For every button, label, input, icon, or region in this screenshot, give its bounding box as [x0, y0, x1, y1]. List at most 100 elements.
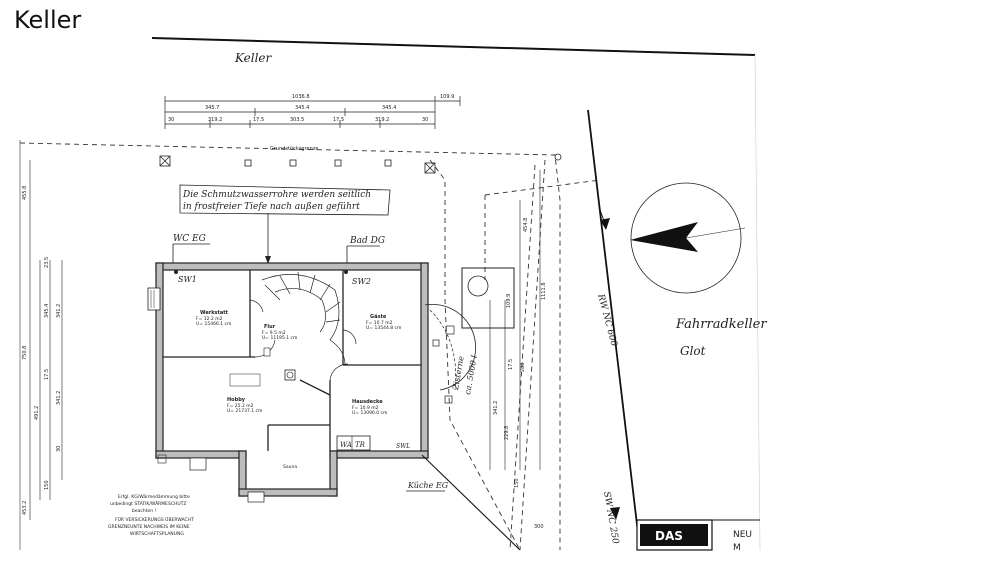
footnote-line-1: Erfgl. KG/Wärmedämmung bitte	[118, 494, 190, 500]
property-boundary-label: Grundstücksgrenze	[270, 146, 319, 152]
room-hausdecke-name: Hausdecke	[352, 399, 383, 405]
room-sauna-name: Sauna	[283, 464, 297, 470]
dim-right-h: 150	[514, 478, 520, 488]
room-gaeste-perimeter: U= 13544.8 cm	[366, 325, 401, 331]
frame-top-line	[151, 37, 756, 56]
room-hausdecke: Hausdecke F= 10.9 m2 U= 13096.0 cm	[352, 399, 387, 416]
room-werkstatt-name: Werkstatt	[200, 310, 229, 316]
bad-dg-leader	[346, 245, 380, 265]
dim-left-b: 23.5	[44, 257, 50, 268]
property-boundary	[19, 142, 601, 551]
label-tr: TR	[355, 441, 366, 449]
note-line-1: Die Schmutzwasserrohre werden seitlich	[182, 190, 371, 200]
label-glot: Glot	[680, 344, 706, 358]
flur-pillar	[263, 347, 271, 357]
dim-row3-e: 17.5	[333, 117, 344, 123]
room-flur-perimeter: U= 11195.1 cm	[262, 335, 297, 341]
dim-left-h: 341.2	[56, 391, 62, 405]
dim-row3-d: 303.5	[290, 117, 304, 123]
light-well-bottom	[247, 491, 265, 503]
dim-right-g: 109.9	[506, 294, 512, 308]
label-kueche-eg: Küche EG	[407, 481, 449, 490]
right-dimension-chains	[489, 170, 541, 470]
dim-left-e: 750.8	[22, 346, 28, 360]
wa-tr-box	[336, 435, 371, 451]
label-sw2: SW2	[352, 277, 371, 286]
hobby-detail-box	[229, 373, 261, 387]
boundary-markers	[159, 153, 562, 174]
label-rw-600: RW NC 600	[595, 292, 619, 347]
dim-left-i: 30	[56, 446, 62, 452]
footnote-block: Erfgl. KG/Wärmedämmung bitte unbedingt S…	[108, 494, 194, 537]
label-wc-eg: WC EG	[173, 234, 206, 244]
cistern-pipe	[429, 309, 456, 391]
footnote-line-4: FÜR VERSICKERUNGS ÜBERWACHT	[115, 516, 194, 523]
note-line-2: in frostfreier Tiefe nach außen geführt	[183, 202, 360, 212]
dim-row2-b: 345.4	[295, 105, 309, 111]
dim-right-c: 280	[520, 362, 526, 372]
street-line	[587, 109, 641, 551]
corner-text-1: NEU	[733, 530, 752, 540]
footnote-line-3: beachten !	[132, 508, 157, 514]
cistern-frame	[461, 267, 515, 329]
dim-left-c: 345.4	[44, 304, 50, 318]
footnote-line-5: GRENZNEUNTE NACHWEIS IM KEINE	[108, 524, 190, 530]
sw1-point	[174, 270, 178, 274]
dim-right-i: 300	[534, 524, 544, 530]
floor-drain-marker	[284, 369, 296, 381]
dim-row2-a: 345.7	[205, 105, 219, 111]
label-wa: WA	[340, 441, 352, 449]
interior-walls	[163, 270, 421, 451]
room-flur-area: F= 9.5 m2	[262, 330, 286, 336]
room-hobby: Hobby F= 25.2 m2 U= 21737.1 cm	[227, 397, 262, 414]
dim-right-b: 1111.8	[541, 283, 547, 301]
dim-left-k: 150	[44, 480, 50, 490]
stamp-text: DAS	[655, 529, 683, 543]
note-box	[179, 184, 391, 216]
room-werkstatt-area: F= 12.2 m2	[196, 316, 223, 322]
dim-left-g: 17.5	[44, 369, 50, 380]
note-arrowhead	[265, 256, 271, 264]
dim-row3-a: 30	[168, 117, 174, 123]
label-bad-dg: Bad DG	[349, 236, 385, 246]
corner-text-2: M	[733, 543, 741, 553]
dim-top-right: 109.9	[440, 94, 454, 100]
sewer-connection-line	[421, 454, 521, 551]
dim-right-d: 17.5	[508, 359, 514, 370]
cistern-manhole	[467, 275, 489, 297]
room-werkstatt: Werkstatt F= 12.2 m2 U= 15466.1 cm	[196, 310, 231, 327]
dim-left-a: 455.8	[22, 186, 28, 200]
dim-row3-f: 319.2	[375, 117, 389, 123]
plan-heading: Keller	[234, 51, 273, 65]
room-hausdecke-area: F= 10.9 m2	[352, 405, 379, 411]
label-sw1: SW1	[178, 275, 197, 284]
dim-right-f: 229.8	[504, 426, 510, 440]
room-gaeste-area: F= 10.7 m2	[366, 320, 393, 326]
dim-row3-g: 30	[422, 117, 428, 123]
room-gaeste: Gäste F= 10.7 m2 U= 13544.8 cm	[366, 314, 401, 331]
dim-row3-c: 17.5	[253, 117, 264, 123]
wc-eg-leader	[172, 243, 210, 265]
dim-row3-b: 319.2	[208, 117, 222, 123]
dim-left-j: 453.2	[22, 501, 28, 515]
label-sw-250: SW NC 250	[601, 491, 620, 545]
room-hobby-name: Hobby	[227, 397, 246, 403]
dim-right-e: 341.2	[493, 401, 499, 415]
footnote-line-2: unbedingt STATIK/WÄRMESCHUTZ	[110, 500, 187, 507]
frame-right-line	[754, 54, 761, 551]
street-flow-arrow-top	[600, 218, 610, 230]
room-flur: Flur F= 9.5 m2 U= 11195.1 cm	[262, 324, 297, 341]
room-hobby-perimeter: U= 21737.1 cm	[227, 408, 262, 414]
label-swl: SWL	[396, 443, 410, 450]
top-dimension-chains	[164, 96, 461, 129]
left-dimension-chains	[29, 160, 63, 520]
cistern-arc	[424, 303, 477, 391]
room-werkstatt-perimeter: U= 15466.1 cm	[196, 321, 231, 327]
room-flur-name: Flur	[264, 324, 276, 330]
building-walls	[155, 262, 429, 497]
room-gaeste-name: Gäste	[370, 314, 387, 320]
sw2-point	[344, 270, 348, 274]
dim-left-d: 341.2	[56, 304, 62, 318]
dim-top-total: 1036.8	[292, 94, 310, 100]
